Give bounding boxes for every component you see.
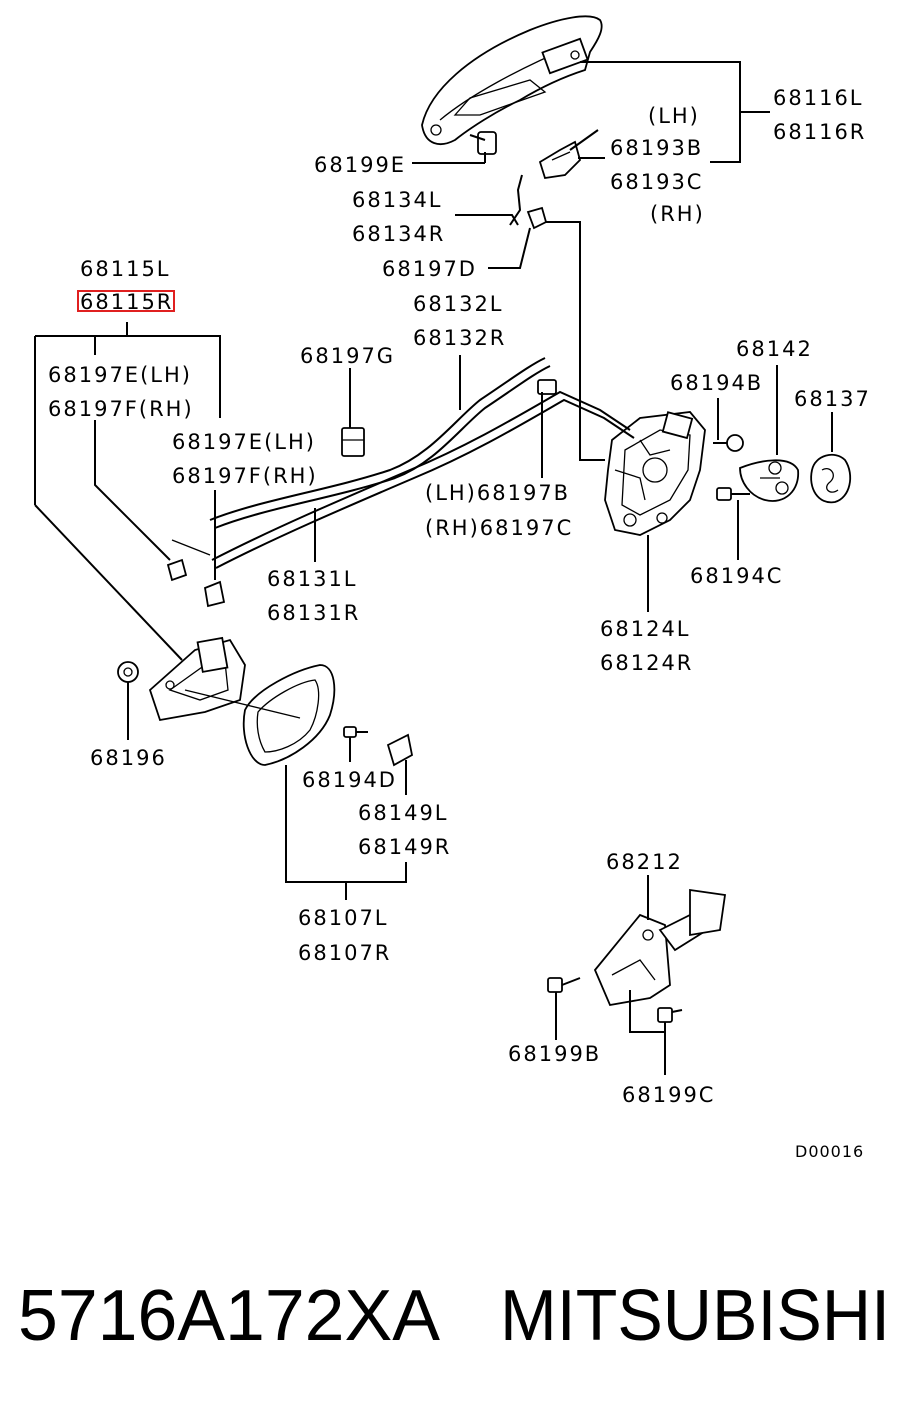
label-68149R: 68149R	[358, 835, 451, 859]
label-68199C: 68199C	[622, 1083, 715, 1107]
clip-68196	[117, 661, 139, 683]
screw-68194D	[343, 726, 368, 738]
label-68116R: 68116R	[773, 120, 866, 144]
cable-68132	[209, 357, 551, 529]
handle-lever-68193	[538, 140, 582, 180]
cover-68149	[386, 733, 414, 767]
label-68197E-lh-a: 68197E(LH)	[48, 363, 192, 387]
screw-68194B	[713, 434, 744, 452]
label-68131R: 68131R	[267, 601, 360, 625]
inside-handle-68115	[148, 636, 246, 722]
clips-68197E-F	[166, 539, 226, 608]
clip-68197G	[341, 427, 365, 457]
label-68197G: 68197G	[300, 344, 395, 368]
label-68134L: 68134L	[352, 188, 443, 212]
label-68142: 68142	[736, 337, 813, 361]
label-68197F-rh-b: 68197F(RH)	[172, 464, 318, 488]
part-labels: 68116L 68116R (LH) 68193B 68193C (RH) 68…	[48, 86, 871, 1161]
label-68194B: 68194B	[670, 371, 763, 395]
leader-lines	[34, 61, 833, 1075]
diagram-code: D00016	[795, 1142, 864, 1161]
label-68196: 68196	[90, 746, 167, 770]
label-68193C: 68193C	[610, 170, 703, 194]
cable-68131	[211, 390, 635, 569]
label-68137: 68137	[794, 387, 871, 411]
label-68124L: 68124L	[600, 617, 691, 641]
label-68193B: 68193B	[610, 136, 703, 160]
highlight-box	[77, 290, 175, 312]
label-68116L: 68116L	[773, 86, 864, 110]
label-68107L: 68107L	[298, 906, 389, 930]
label-68132R: 68132R	[413, 326, 506, 350]
label-68199E: 68199E	[314, 153, 406, 177]
label-lh-top: (LH)	[648, 104, 700, 128]
label-68194C: 68194C	[690, 564, 783, 588]
label-68212: 68212	[606, 850, 683, 874]
label-68194D: 68194D	[302, 768, 397, 792]
label-68131L: 68131L	[267, 567, 358, 591]
label-68197C: (RH)68197C	[425, 516, 573, 540]
striker-plate-68142	[739, 459, 799, 502]
striker-shim-68137	[810, 453, 852, 504]
screw-68199C	[657, 1007, 683, 1023]
label-68132L: 68132L	[413, 292, 504, 316]
screw-68194C	[716, 487, 750, 501]
part-number: 5716A172XA	[18, 1276, 440, 1356]
screw-68199B	[547, 977, 581, 993]
screw-68199E	[469, 131, 497, 155]
label-68149L: 68149L	[358, 801, 449, 825]
door-latch-68124	[604, 411, 706, 536]
label-rh-top: (RH)	[650, 202, 705, 226]
brand-name: MITSUBISHI	[500, 1276, 890, 1356]
label-68197F-rh-a: 68197F(RH)	[48, 397, 194, 421]
label-68107R: 68107R	[298, 941, 391, 965]
label-68115L: 68115L	[80, 257, 171, 281]
label-68199B: 68199B	[508, 1042, 601, 1066]
door-check-68212	[593, 888, 727, 1007]
label-68197D: 68197D	[382, 257, 477, 281]
clip-68197B	[537, 379, 557, 395]
label-68197B: (LH)68197B	[425, 481, 570, 505]
label-68134R: 68134R	[352, 222, 445, 246]
outside-door-handle	[421, 15, 603, 145]
footer: 5716A172XA MITSUBISHI	[18, 1276, 890, 1356]
label-68197E-lh-b: 68197E(LH)	[172, 430, 316, 454]
label-68124R: 68124R	[600, 651, 693, 675]
